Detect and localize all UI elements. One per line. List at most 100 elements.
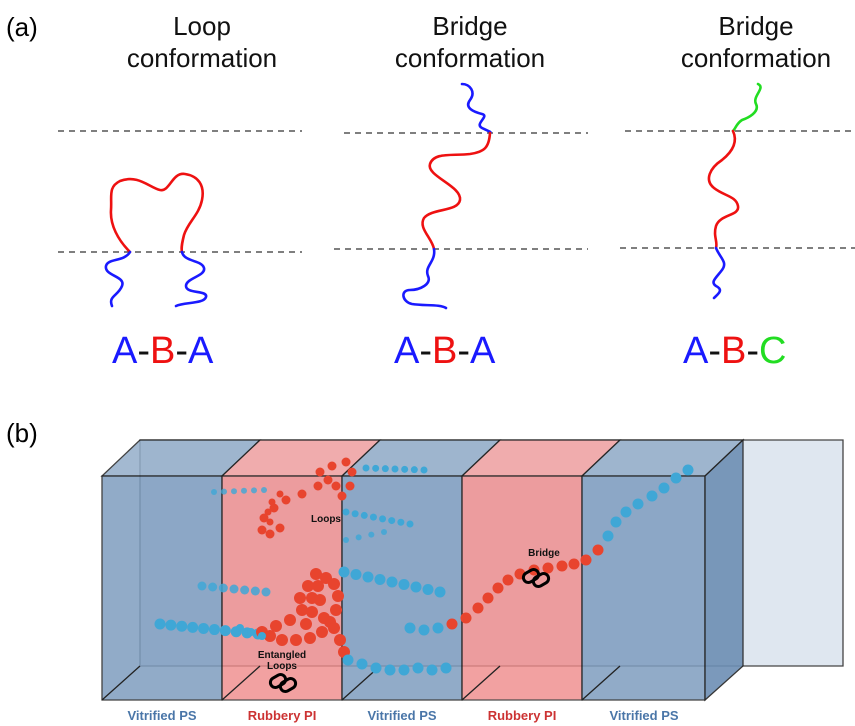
entangled-loop-bead xyxy=(310,568,322,580)
formula-loop-dash2: - xyxy=(175,330,189,372)
annotation-entangled-loops: Entangled Loops xyxy=(242,650,322,672)
chain-left-mid-bead xyxy=(240,585,250,595)
chain-mid-right-bead xyxy=(374,574,386,585)
chain-mid-lower-bead xyxy=(398,664,410,676)
title-bridge-abc: Bridge conformation xyxy=(636,10,855,74)
upper-loop-red2-bead xyxy=(264,508,272,516)
upper-loop-bead xyxy=(275,523,285,533)
bridge-abc-block-C xyxy=(731,82,762,133)
entangled-loop-bead xyxy=(334,634,346,646)
chain-left-lower-bead xyxy=(219,625,231,637)
chain-top-mid2-bead xyxy=(351,510,359,518)
formula-bridge-abc-C: C xyxy=(759,330,787,372)
floor-edge-4 xyxy=(461,665,501,701)
loop-block-A-left xyxy=(104,250,132,308)
chain-top-mid2-bead xyxy=(369,513,377,521)
chain-mid-right-bead xyxy=(386,576,398,588)
entangled-loop-bead xyxy=(302,580,314,592)
entangled-loop-bead xyxy=(328,578,340,590)
floor-edge-5 xyxy=(581,665,621,701)
floor-edge-2 xyxy=(221,665,261,701)
chain-mid-lower-bead xyxy=(440,662,452,674)
layer-label-3: Vitrified PS xyxy=(367,708,437,723)
layer-5-side xyxy=(704,438,744,702)
title-bridge-abc-line1: Bridge xyxy=(718,11,794,41)
formula-bridge-aba-B: B xyxy=(432,330,458,372)
chain-mid-lower-bead xyxy=(370,662,382,674)
formula-loop: A-B-A xyxy=(112,330,213,373)
entangled-loop-bead xyxy=(328,622,340,634)
floor-edge-left xyxy=(101,665,141,701)
chain-link-icon-entangled xyxy=(268,673,298,693)
chain-top-mid3-bead xyxy=(381,529,387,535)
chain-top-mid-bead xyxy=(362,464,370,472)
entangled-loop-bead xyxy=(284,614,296,626)
upper-loop-red2-bead xyxy=(276,490,284,498)
layer-4-front xyxy=(461,475,583,701)
layer-label-2: Rubbery PI xyxy=(247,708,317,723)
chain-top-mid2-bead xyxy=(342,508,350,516)
bridge-chain-bead xyxy=(682,464,694,476)
upper-loop-bead xyxy=(347,467,357,477)
chain-left-mid-bead xyxy=(229,584,239,594)
chain-mid-right-bead xyxy=(434,586,446,598)
bridge-aba-block-A-top xyxy=(460,82,492,135)
formula-loop-A1: A xyxy=(112,330,138,372)
upper-loop-bead xyxy=(265,529,275,539)
entangled-loop-bead xyxy=(318,612,330,624)
loop-block-B xyxy=(109,172,204,254)
panel-a-label: (a) xyxy=(6,12,38,42)
chain-left-mid-bead xyxy=(218,583,228,593)
layer-label-5: Vitrified PS xyxy=(609,708,679,723)
entangled-loop-bead xyxy=(312,580,324,592)
chain-left-mid-bead xyxy=(261,587,271,597)
upper-loop-bead xyxy=(337,491,347,501)
chain-mid-right-bead xyxy=(350,569,362,580)
chain-top-mid3-bead xyxy=(368,531,375,538)
bridge-chain-bead xyxy=(472,602,484,614)
formula-bridge-aba-A2: A xyxy=(470,330,496,372)
entangled-loop-bead xyxy=(290,634,302,646)
formula-bridge-aba-A1: A xyxy=(394,330,420,372)
formula-bridge-abc-dash1: - xyxy=(708,330,722,372)
entangled-loop-bead xyxy=(270,620,282,632)
chain-left-lower-bead xyxy=(176,620,188,632)
chain-top-mid2-bead xyxy=(406,520,414,528)
annotation-entangled-line1: Entangled xyxy=(257,650,307,661)
title-loop-line1: Loop xyxy=(173,11,231,41)
chain-top-mid-bead xyxy=(381,465,389,473)
bridge-chain-bead xyxy=(446,618,458,630)
bridge-chain-bead xyxy=(580,554,592,566)
chain-top-mid-bead xyxy=(410,466,418,474)
bridge-chain-bead xyxy=(602,530,614,542)
title-bridge-abc-line2: conformation xyxy=(680,43,832,73)
entangled-loop-bead xyxy=(264,630,276,642)
bridge-chain-bead xyxy=(418,624,430,636)
bridge-chain-bead xyxy=(592,544,604,556)
formula-bridge-aba-dash2: - xyxy=(457,330,471,372)
chain-left-mid-bead xyxy=(208,582,218,592)
chain-left-mid-bead xyxy=(250,586,260,596)
chain-top-left-bead xyxy=(241,487,247,494)
chain-mid-lower-bead xyxy=(426,664,438,676)
entangled-loop-bead xyxy=(306,606,318,618)
chain-top-mid-bead xyxy=(372,464,380,472)
chain-top-mid2-bead xyxy=(397,518,405,526)
upper-loop-bead xyxy=(269,503,279,513)
panel-b-label: (b) xyxy=(6,418,38,448)
formula-bridge-abc-dash2: - xyxy=(746,330,760,372)
title-bridge-aba: Bridge conformation xyxy=(350,10,590,74)
bridge-chain-bead xyxy=(460,612,472,624)
formula-loop-dash1: - xyxy=(137,330,151,372)
chain-top-mid-bead xyxy=(391,465,399,473)
formula-loop-B: B xyxy=(150,330,176,372)
entangled-loop-bead xyxy=(294,592,306,604)
chain-link-bridge-ring2 xyxy=(531,572,551,588)
entangled-loop-bead xyxy=(296,604,308,616)
bridge-chain-bead xyxy=(482,592,494,604)
upper-loop-bead xyxy=(297,489,307,499)
bridge-aba-block-A-bottom xyxy=(402,247,448,310)
bridge-chain-bead xyxy=(492,582,504,594)
